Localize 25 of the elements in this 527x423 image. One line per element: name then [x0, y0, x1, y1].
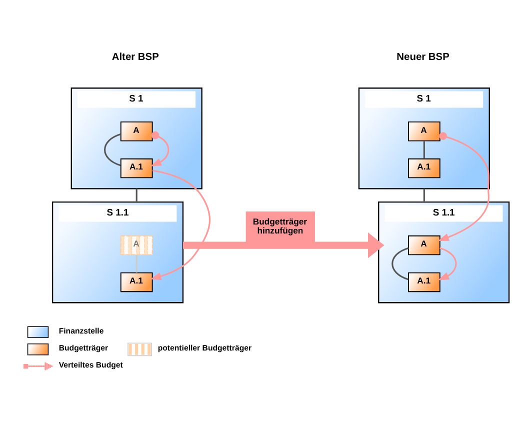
- node-box: A: [408, 235, 440, 256]
- connector: [104, 133, 122, 166]
- node-box: A: [120, 121, 153, 142]
- label: Alter BSP: [112, 52, 159, 64]
- edge-label: Budgetträger hinzufügen: [252, 216, 308, 236]
- legend-label: Verteiltes Budget: [58, 360, 123, 370]
- node-box: A: [408, 121, 440, 142]
- connector: [136, 255, 138, 273]
- connector: [423, 188, 425, 202]
- connector: [136, 188, 138, 202]
- arrow: [438, 132, 490, 241]
- arrow: [438, 247, 457, 280]
- arrow: [150, 170, 210, 280]
- node-box: A.1: [408, 158, 440, 178]
- arrow: [150, 131, 170, 166]
- connector: [423, 141, 425, 159]
- label: Neuer BSP: [396, 52, 450, 64]
- arrow: [182, 232, 384, 258]
- legend-label: potentieller Budgetträger: [158, 344, 252, 353]
- node-box: A.1: [120, 158, 153, 178]
- legend-label: Finanzstelle: [58, 326, 104, 336]
- connector: [392, 247, 409, 280]
- node-box: A.1: [120, 272, 153, 292]
- node-box: A.1: [408, 272, 440, 292]
- legend-label: Budgetträger: [58, 344, 108, 353]
